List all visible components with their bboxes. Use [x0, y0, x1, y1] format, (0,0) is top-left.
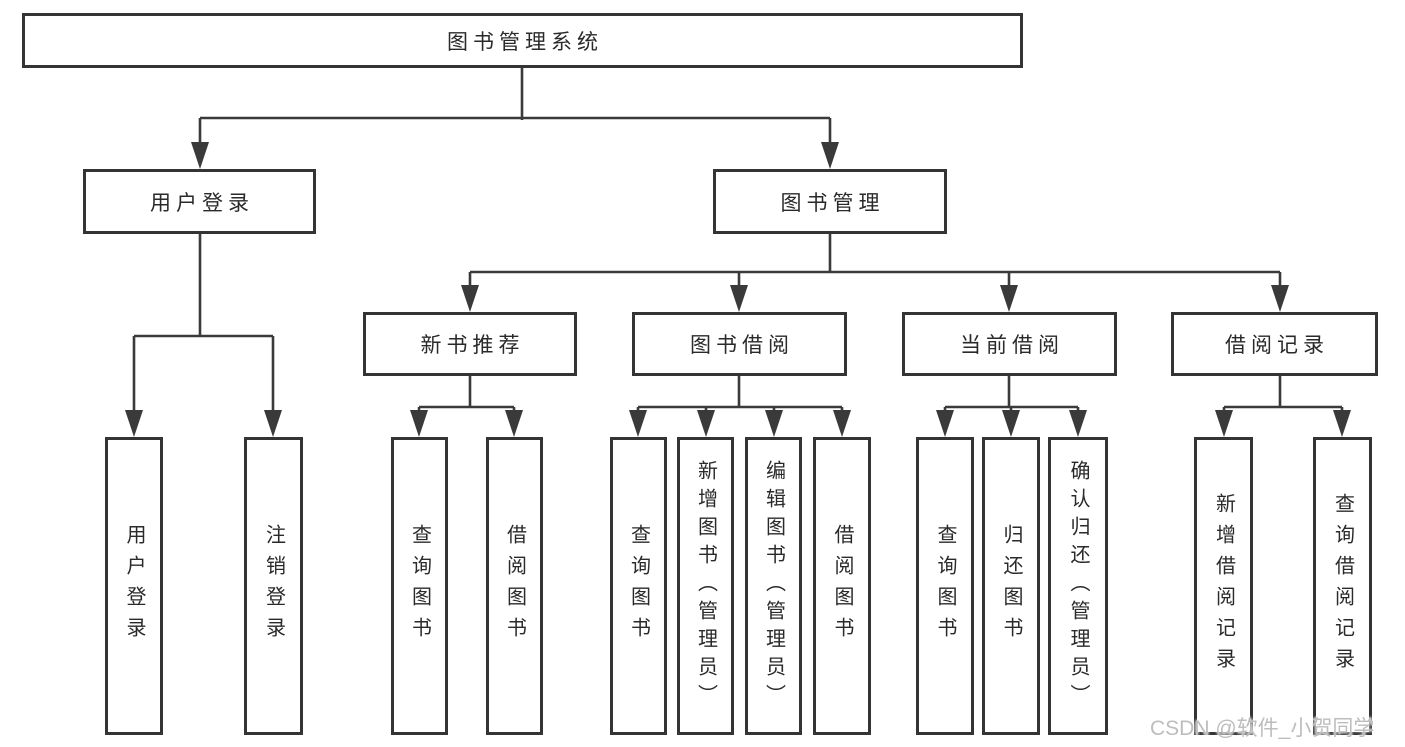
csdn-watermark: CSDN @软件_小贺同学	[1150, 717, 1375, 740]
node-label: 图书借阅	[690, 334, 794, 357]
node-label: 查询图书	[934, 524, 956, 648]
leaf-bb-query-books: 查询图书	[610, 437, 667, 735]
node-label: 借阅记录	[1225, 334, 1329, 357]
leaf-nbr-borrow-books: 借阅图书	[486, 437, 543, 735]
node-borrow-records: 借阅记录	[1171, 312, 1378, 376]
node-root: 图书管理系统	[22, 13, 1023, 68]
leaf-user-login: 用户登录	[105, 437, 163, 735]
node-label: 确认归还（管理员）	[1067, 460, 1089, 712]
leaf-bb-add-books-admin: 新增图书（管理员）	[677, 437, 734, 735]
node-label: 用户登录	[150, 191, 254, 215]
leaf-bb-edit-books-admin: 编辑图书（管理员）	[745, 437, 802, 735]
node-user-login: 用户登录	[83, 169, 316, 234]
node-label: 借阅图书	[831, 524, 853, 648]
node-new-book-recommend: 新书推荐	[363, 312, 577, 376]
node-label: 新增图书（管理员）	[694, 460, 717, 712]
leaf-cb-return-books: 归还图书	[982, 437, 1040, 735]
leaf-br-query-borrow-record: 查询借阅记录	[1313, 437, 1372, 735]
leaf-br-add-borrow-record: 新增借阅记录	[1194, 437, 1253, 735]
node-label: 借阅图书	[503, 524, 526, 648]
node-label: 图书管理	[780, 191, 885, 215]
node-book-borrowing: 图书借阅	[632, 312, 847, 376]
leaf-nbr-query-books: 查询图书	[391, 437, 448, 735]
node-label: 用户登录	[123, 524, 145, 648]
node-label: 图书管理系统	[447, 30, 603, 54]
node-label: 新书推荐	[420, 334, 525, 357]
node-current-borrowing: 当前借阅	[902, 312, 1117, 376]
node-label: 当前借阅	[960, 334, 1064, 357]
node-label: 归还图书	[1000, 524, 1022, 648]
node-label: 注销登录	[262, 524, 285, 648]
leaf-logout: 注销登录	[244, 437, 303, 735]
node-label: 查询图书	[408, 524, 431, 648]
node-label: 新增借阅记录	[1212, 493, 1235, 679]
node-label: 编辑图书（管理员）	[762, 460, 785, 712]
leaf-cb-confirm-return-admin: 确认归还（管理员）	[1048, 437, 1108, 735]
leaf-bb-borrow-books: 借阅图书	[813, 437, 871, 735]
leaf-cb-query-books: 查询图书	[916, 437, 974, 735]
node-label: 查询借阅记录	[1331, 493, 1354, 679]
node-book-management: 图书管理	[713, 169, 947, 234]
node-label: 查询图书	[627, 524, 650, 648]
